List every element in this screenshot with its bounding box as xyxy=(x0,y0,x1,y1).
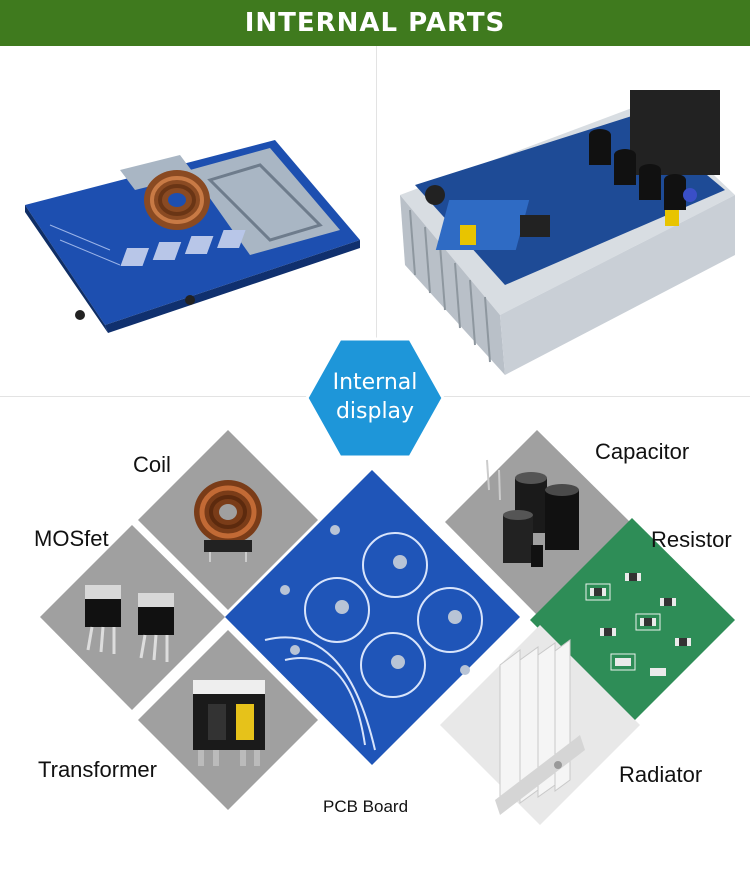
internal-display-hexagon xyxy=(305,337,445,459)
capacitor-label: Capacitor xyxy=(595,439,690,464)
pcb-board-diamond xyxy=(225,470,520,765)
pcb-board-label: PCB Board xyxy=(323,797,409,816)
coil-diamond xyxy=(138,430,318,610)
header-banner: INTERNAL PARTS xyxy=(0,0,750,46)
induction-pcb-image xyxy=(25,140,360,333)
capacitor-diamond xyxy=(445,430,630,615)
mosfet-diamond xyxy=(40,525,225,710)
mosfet-icon xyxy=(85,585,174,662)
radiator-label: Radiator xyxy=(619,762,703,787)
transformer-icon xyxy=(193,680,265,766)
coil-label: Coil xyxy=(133,452,171,477)
capacitor-icon xyxy=(486,459,579,567)
vertical-divider xyxy=(376,46,377,396)
radiator-icon xyxy=(499,639,571,811)
coil-icon xyxy=(194,480,262,562)
mosfet-label: MOSfet xyxy=(34,526,109,551)
resistor-label: Resistor xyxy=(651,527,732,552)
radiator-diamond xyxy=(440,625,640,825)
inverter-board-image xyxy=(400,90,735,375)
internal-display-label: Internal display xyxy=(332,370,418,424)
transformer-diamond xyxy=(138,630,318,810)
banner-title: INTERNAL PARTS xyxy=(244,8,506,38)
transformer-label: Transformer xyxy=(38,757,157,782)
